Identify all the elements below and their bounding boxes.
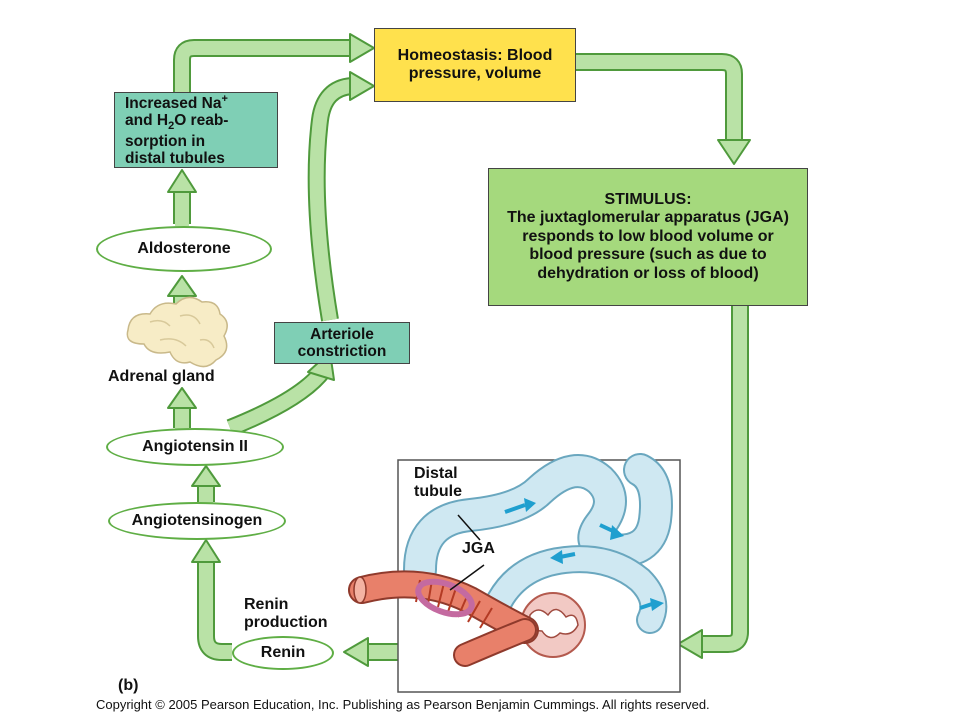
sodium-reabsorption-box: Increased Na+ and H2O reab- sorption in … — [114, 92, 278, 168]
renin-oval: Renin — [232, 636, 334, 670]
copyright-notice: Copyright © 2005 Pearson Education, Inc.… — [96, 697, 710, 712]
adrenal-gland-label: Adrenal gland — [108, 368, 215, 385]
angiotensinogen-text: Angiotensinogen — [131, 512, 263, 529]
renin-text: Renin — [260, 644, 306, 661]
jga-label: JGA — [462, 540, 495, 557]
sodium-line-1: Increased Na+ — [125, 92, 228, 112]
angiotensin-ii-oval: Angiotensin II — [106, 428, 284, 466]
sodium-line-2: and H2O reab- — [125, 112, 229, 133]
figure-tag: (b) — [118, 677, 139, 694]
stimulus-box: STIMULUS: The juxtaglomerular apparatus … — [488, 168, 808, 306]
sodium-line-4: distal tubules — [125, 149, 225, 167]
adrenal-gland-illustration — [126, 296, 228, 368]
jga-inset — [348, 453, 681, 693]
homeostasis-box: Homeostasis: Blood pressure, volume — [374, 28, 576, 102]
angiotensin-ii-text: Angiotensin II — [142, 438, 248, 455]
stimulus-body: The juxtaglomerular apparatus (JGA) resp… — [507, 209, 789, 282]
arrow-homeostasis-to-stimulus — [576, 53, 743, 140]
renin-production-label: Renin production — [244, 596, 328, 631]
aldosterone-text: Aldosterone — [137, 240, 231, 257]
stimulus-title: STIMULUS: — [604, 191, 692, 209]
distal-tubule-label: Distal tubule — [414, 465, 462, 500]
aldosterone-oval: Aldosterone — [96, 226, 272, 272]
homeostasis-text: Homeostasis: Blood pressure, volume — [397, 47, 553, 82]
arteriole-text: Arteriole constriction — [297, 325, 387, 360]
angiotensinogen-oval: Angiotensinogen — [108, 502, 286, 540]
sodium-line-3: sorption in — [125, 132, 206, 150]
arteriole-constriction-box: Arteriole constriction — [274, 322, 410, 364]
flow-arrows — [167, 33, 751, 667]
